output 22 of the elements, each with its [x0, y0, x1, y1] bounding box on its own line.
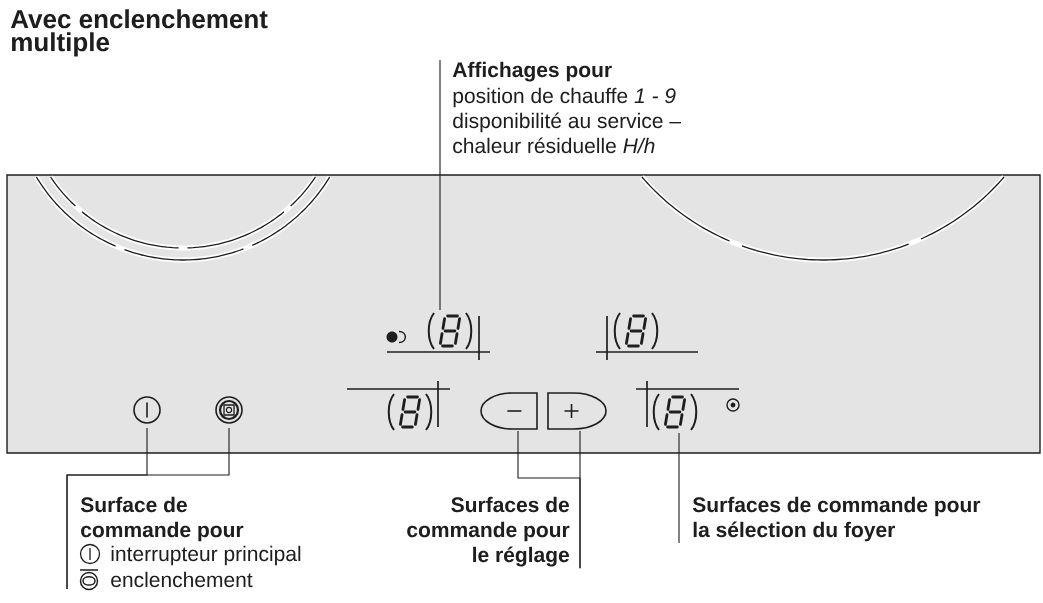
digit-display — [635, 380, 740, 431]
hob-panel — [6, 174, 1041, 454]
leader-line — [439, 59, 441, 311]
callout-heading: Surfaces de commande pour le réglage — [407, 496, 570, 567]
digit-display — [595, 312, 699, 361]
plus-button — [547, 392, 607, 430]
leader-line — [678, 432, 680, 544]
minus-button — [480, 392, 538, 430]
circle-square-icon — [215, 396, 243, 424]
callout-text: chaleur résiduelle H/h — [453, 137, 655, 154]
callout-text: disponibilité au service – — [453, 112, 681, 133]
leader-line — [579, 430, 581, 569]
digit-display — [386, 312, 491, 361]
leader-line — [66, 427, 230, 590]
title: Avec enclenchement multiple — [10, 9, 268, 57]
callout-heading: Surfaces de commande pour la sélection du foyer — [692, 496, 981, 542]
callout-text: enclenchement — [111, 571, 253, 588]
digit-display — [346, 380, 451, 431]
callout-text: interrupteur principal — [111, 545, 301, 566]
callout-heading: Affichages pour — [452, 61, 612, 82]
callout-text: position de chauffe 1 - 9 — [453, 87, 676, 108]
power-icon — [133, 396, 161, 424]
